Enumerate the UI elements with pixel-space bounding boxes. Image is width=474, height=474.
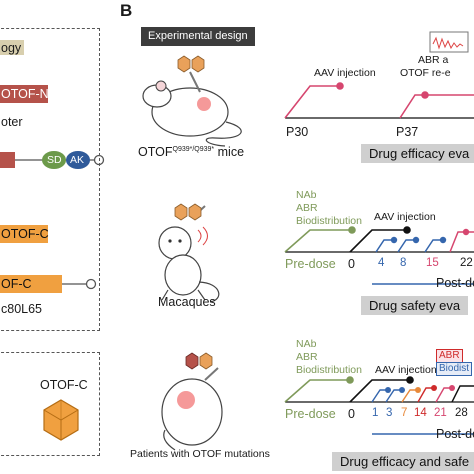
macaque-timeline bbox=[284, 226, 474, 285]
macaque-zero: 0 bbox=[348, 257, 355, 271]
patient-zero: 0 bbox=[348, 407, 355, 421]
macaque-measure-biodist: Biodistribution bbox=[296, 215, 362, 227]
macaque-icon bbox=[158, 205, 220, 303]
macaque-postdo: Post-do bbox=[436, 276, 474, 290]
patient-day-28: 28 bbox=[455, 407, 468, 419]
macaque-aav-label: AAV injection bbox=[374, 211, 436, 223]
patient-postdo: Post-do bbox=[436, 427, 474, 441]
macaque-measure-nab: NAb bbox=[296, 189, 317, 201]
otof-n-bar bbox=[0, 85, 48, 103]
vector-vials-icon-3 bbox=[185, 352, 213, 370]
patient-head-icon bbox=[161, 367, 223, 451]
sd-label: SD bbox=[47, 154, 62, 166]
mice-aav-label: AAV injection bbox=[314, 67, 376, 79]
patient-day-3: 3 bbox=[386, 407, 393, 419]
patient-result-box: Drug efficacy and safe bbox=[332, 452, 474, 471]
macaque-day-15: 15 bbox=[426, 257, 439, 269]
otof-n-segment bbox=[0, 152, 15, 168]
patient-day-14: 14 bbox=[414, 407, 427, 419]
patient-timeline bbox=[284, 376, 474, 435]
macaque-day-8: 8 bbox=[400, 257, 407, 269]
ak-element bbox=[66, 151, 90, 169]
otof-c-label: OTOF-C bbox=[1, 227, 49, 241]
vector-vials-icon bbox=[177, 55, 205, 73]
mice-abr-label: ABR a bbox=[418, 54, 449, 66]
macaque-predose: Pre-dose bbox=[285, 257, 336, 271]
legend-swatch bbox=[0, 40, 24, 55]
mice-result-box: Drug efficacy eva bbox=[361, 144, 474, 163]
macaque-label: Macaques bbox=[158, 295, 216, 309]
legend-text: ogy bbox=[1, 41, 22, 55]
otof-n-label: OTOF-N bbox=[1, 87, 49, 101]
mice-timeline bbox=[284, 31, 474, 119]
mice-p37: P37 bbox=[396, 125, 419, 139]
mouse-icon bbox=[142, 71, 242, 147]
ak-label: AK bbox=[70, 154, 85, 166]
otof-c-bar bbox=[0, 225, 48, 243]
otof-c-segment-label: OF-C bbox=[1, 277, 32, 291]
mice-label: OTOFQ939*/Q939* mice bbox=[138, 146, 244, 159]
mice-otof-label: OTOF re-e bbox=[400, 67, 451, 79]
patient-measure-abr: ABR bbox=[296, 351, 318, 363]
patient-biodist-tag: Biodist bbox=[436, 362, 473, 376]
macaque-day-4: 4 bbox=[378, 257, 385, 269]
promoter-label: oter bbox=[1, 115, 23, 129]
capsid-box bbox=[0, 352, 100, 456]
mice-label-main: OTOF bbox=[138, 145, 173, 160]
sd-element bbox=[42, 151, 66, 169]
patient-label: Patients with OTOF mutations bbox=[130, 448, 270, 460]
mice-p30: P30 bbox=[286, 125, 309, 139]
macaque-day-22: 22 bbox=[460, 257, 473, 269]
macaque-result-box: Drug safety eva bbox=[361, 296, 469, 315]
patient-predose: Pre-dose bbox=[285, 407, 336, 421]
patient-day-7: 7 bbox=[401, 407, 408, 419]
capsid-label: OTOF-C bbox=[40, 378, 88, 392]
patient-day-1: 1 bbox=[372, 407, 379, 419]
patient-day-21: 21 bbox=[434, 407, 447, 419]
mice-label-sup: Q939*/Q939* bbox=[172, 146, 215, 153]
polyA-icon-2 bbox=[85, 278, 97, 290]
macaque-measure-abr: ABR bbox=[296, 202, 318, 214]
panel-b-letter: B bbox=[120, 1, 133, 20]
aav-capsid-icon bbox=[43, 399, 79, 441]
mice-label-suffix: mice bbox=[214, 145, 245, 160]
design-header: Experimental design bbox=[141, 27, 255, 46]
patient-abr-tag: ABR bbox=[436, 349, 463, 363]
capsid-variant-label: c80L65 bbox=[1, 302, 43, 316]
patient-measure-biodist: Biodistribution bbox=[296, 364, 362, 376]
otof-c-segment bbox=[0, 275, 62, 293]
patient-aav-label: AAV injection bbox=[375, 364, 437, 376]
construct-box bbox=[0, 28, 100, 331]
vector-vials-icon-2 bbox=[174, 203, 202, 221]
patient-measure-nab: NAb bbox=[296, 338, 317, 350]
